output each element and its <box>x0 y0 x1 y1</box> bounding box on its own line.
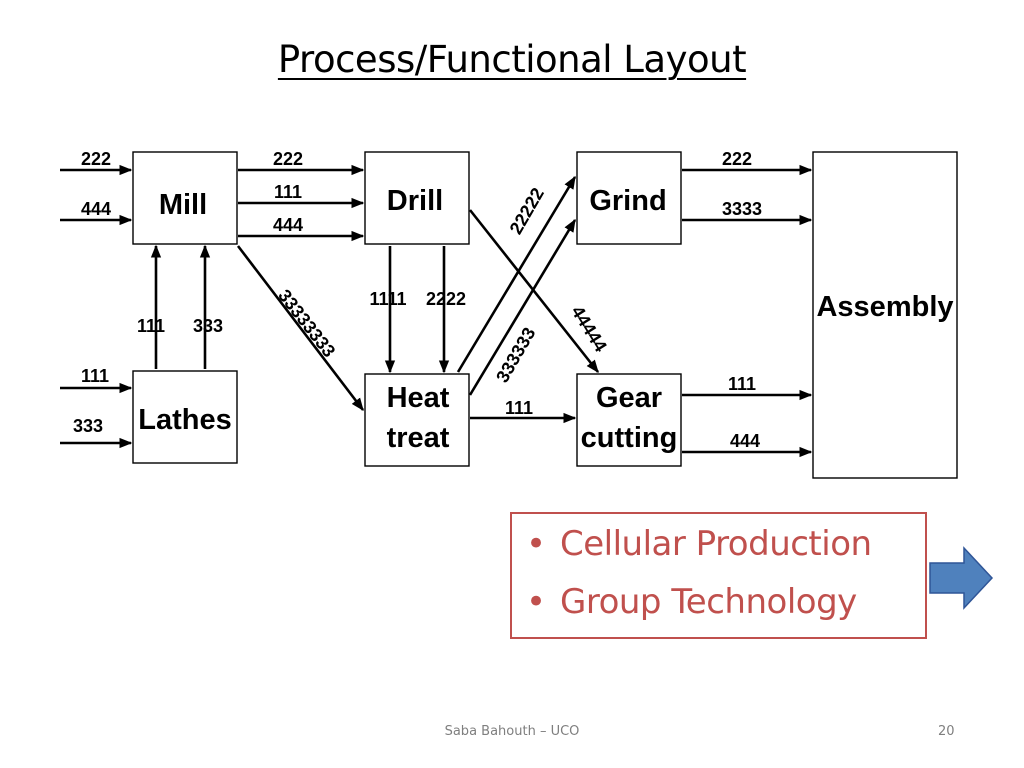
treat-label: treat <box>387 422 450 454</box>
grind-label: Grind <box>589 185 666 217</box>
bullet-icon: • <box>526 524 546 564</box>
heat-treat-box <box>364 373 470 467</box>
page-number: 20 <box>938 724 955 739</box>
gear-cutting-box <box>576 373 682 467</box>
flow-heat-grind-b: 333333 <box>492 324 539 386</box>
flow-in-mill-top: 222 <box>81 149 111 169</box>
assembly-box <box>812 151 958 479</box>
arrow-mill-heat <box>236 245 365 412</box>
flow-heat-grind-a: 22222 <box>506 184 548 237</box>
next-arrow-icon[interactable] <box>929 546 994 610</box>
flow-in-lathes-top: 111 <box>81 366 109 386</box>
flow-drill-heat-left: 1111 <box>369 289 406 309</box>
arrow-heat-grind-a <box>456 175 577 373</box>
drill-box <box>364 151 470 245</box>
approach-item-label: Cellular Production <box>560 524 872 564</box>
drill-label: Drill <box>387 185 443 217</box>
lathes-box <box>132 370 238 464</box>
assembly-label: Assembly <box>816 291 953 323</box>
flow-mill-heat: 33333333 <box>274 286 339 361</box>
arrow-heat-grind-b <box>468 218 577 396</box>
lathes-label: Lathes <box>138 404 231 436</box>
approach-item-cellular: • Cellular Production <box>526 524 872 564</box>
flow-mill-drill-top: 222 <box>273 149 303 169</box>
flow-drill-gear: 44444 <box>567 302 610 355</box>
flow-grind-asm-top: 222 <box>722 149 752 169</box>
slide-title: Process/Functional Layout <box>277 38 747 81</box>
approach-note-box: • Cellular Production • Group Technology <box>510 512 927 639</box>
gear-label: Gear <box>596 382 662 414</box>
approach-item-label: Group Technology <box>560 582 857 622</box>
flow-lathes-mill-right: 333 <box>193 316 223 336</box>
mill-box <box>132 151 238 245</box>
flow-drill-heat-right: 2222 <box>426 289 466 309</box>
footer-author: Saba Bahouth – UCO <box>444 724 580 739</box>
flow-mill-drill-mid: 111 <box>274 182 302 202</box>
flow-gear-asm-bottom: 444 <box>730 431 760 451</box>
bullet-icon: • <box>526 582 546 622</box>
approach-item-group-tech: • Group Technology <box>526 582 857 622</box>
heat-label: Heat <box>387 382 450 414</box>
flow-gear-asm-top: 111 <box>728 374 756 394</box>
flow-lathes-mill-left: 111 <box>137 316 165 336</box>
flow-mill-drill-bottom: 444 <box>273 215 303 235</box>
flow-in-mill-bottom: 444 <box>81 199 111 219</box>
mill-label: Mill <box>159 189 207 221</box>
flow-in-lathes-bottom: 333 <box>73 416 103 436</box>
cutting-label: cutting <box>581 422 678 454</box>
flow-grind-asm-bottom: 3333 <box>722 199 762 219</box>
arrow-drill-gear <box>468 209 600 374</box>
grind-box <box>576 151 682 245</box>
flow-heat-gear: 111 <box>505 398 533 418</box>
